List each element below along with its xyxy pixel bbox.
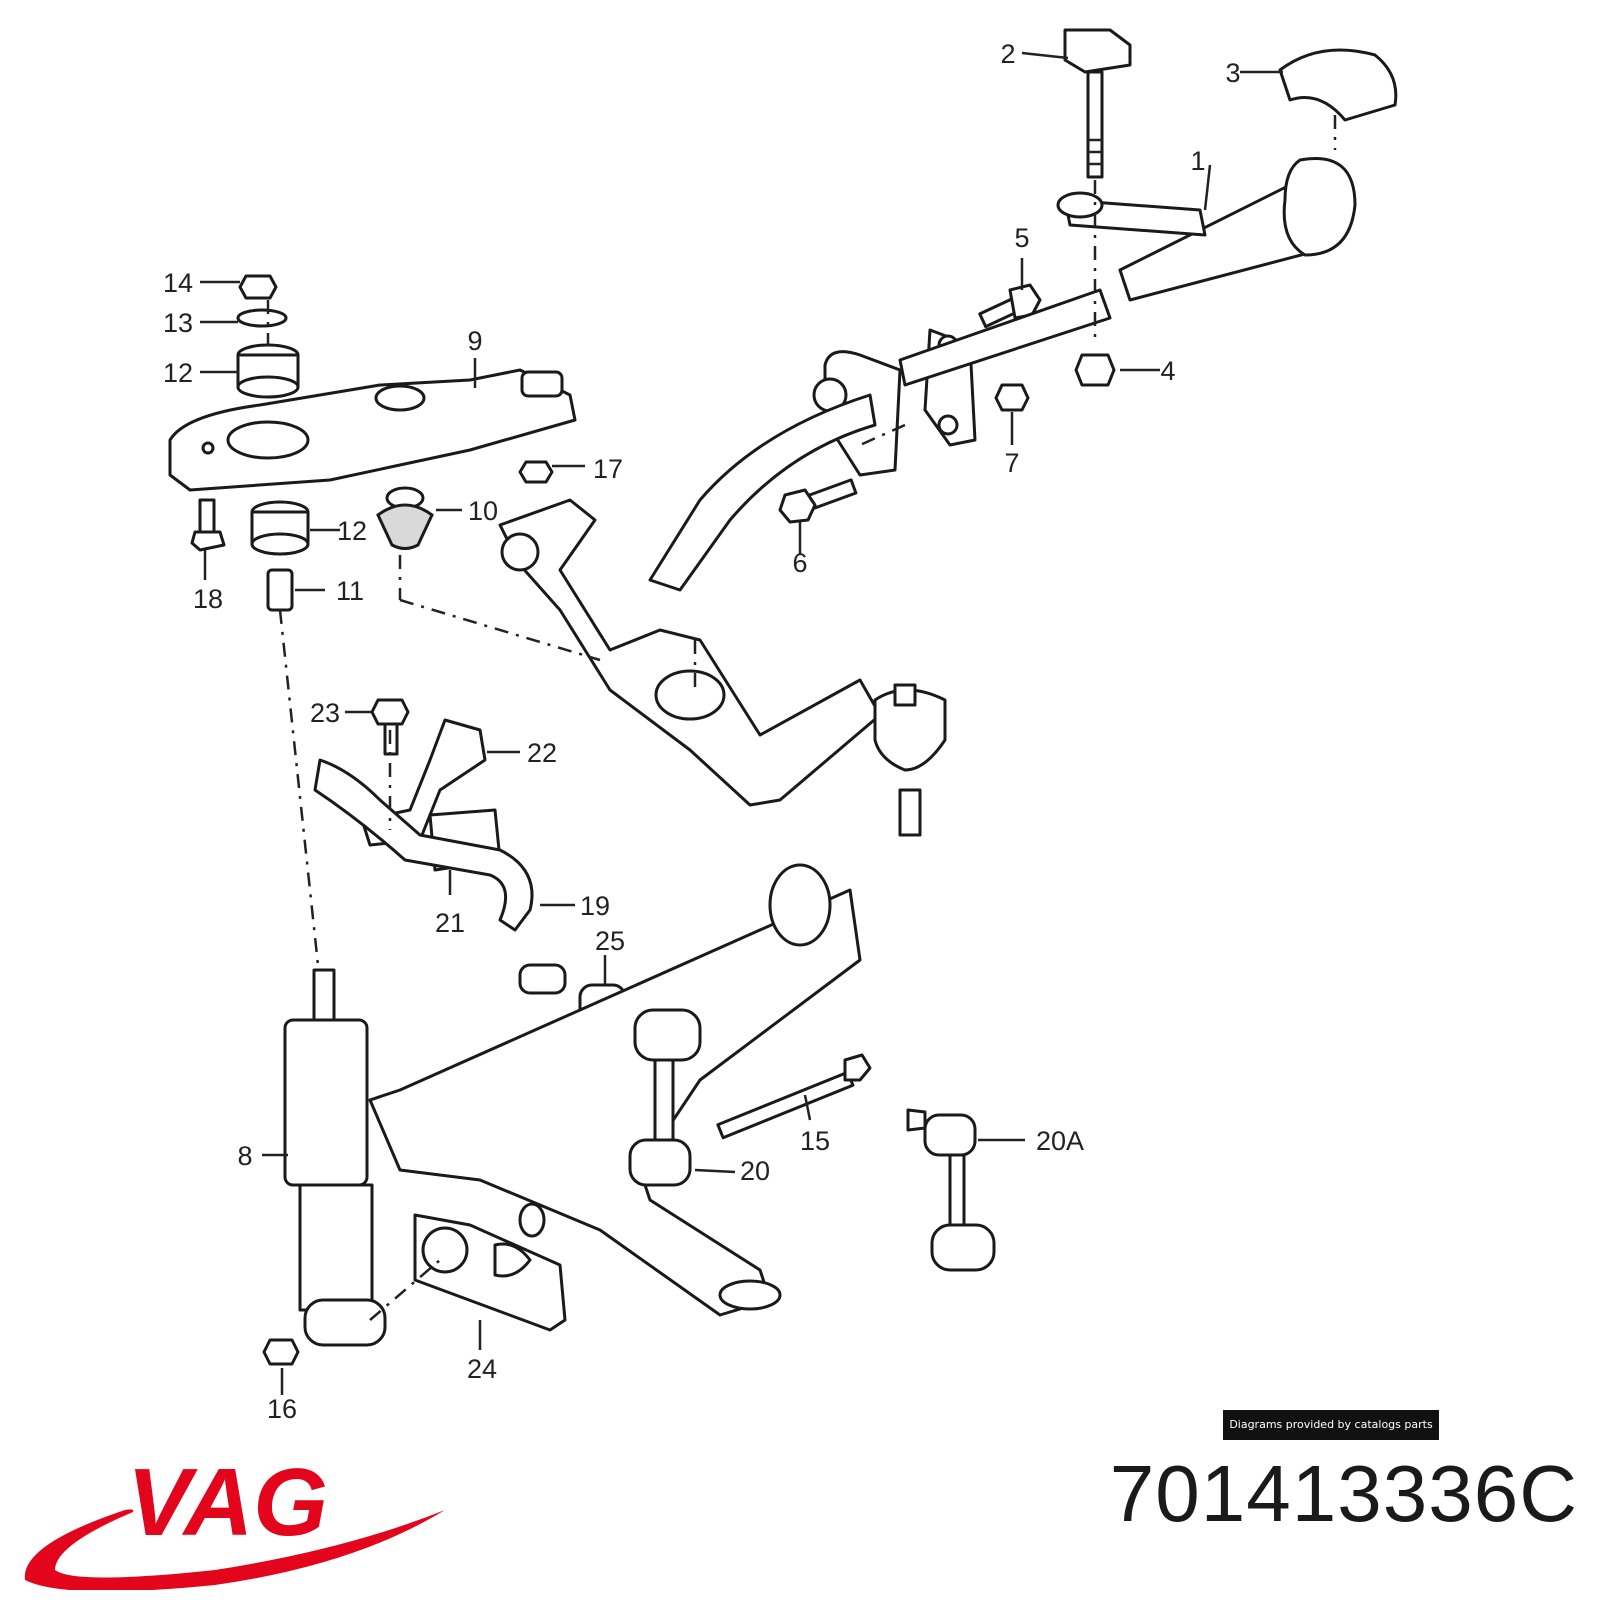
part-lower-control-arm <box>368 863 862 1317</box>
part-bolt-6 <box>778 478 858 524</box>
brand-logo-swoosh <box>24 1509 445 1590</box>
callout-13: 13 <box>163 308 193 338</box>
part-shock-absorber-8 <box>283 968 387 1347</box>
part-nut-4 <box>1074 353 1116 387</box>
callout-1: 1 <box>1190 146 1205 176</box>
part-bolt-5 <box>978 283 1042 329</box>
callout-12-top: 12 <box>163 358 193 388</box>
callout-20: 20 <box>740 1156 770 1186</box>
callout-17: 17 <box>593 454 623 484</box>
callout-20a: 20A <box>1036 1126 1084 1156</box>
dashed-assembly-lines <box>266 115 1337 1321</box>
part-upper-control-arm <box>498 498 947 837</box>
part-clamp-bolt <box>1063 28 1132 179</box>
part-bracket-plate-24 <box>413 1213 567 1332</box>
part-washer-13 <box>236 308 288 328</box>
callout-labels: 1 2 3 4 5 6 7 8 9 10 11 12 12 13 14 15 1… <box>163 39 1241 1424</box>
callout-15: 15 <box>800 1126 830 1156</box>
callout-22: 22 <box>527 738 557 768</box>
callout-21: 21 <box>435 908 465 938</box>
part-nut-16 <box>262 1338 300 1366</box>
part-stabilizer-bar <box>1056 157 1357 302</box>
callout-18: 18 <box>193 584 223 614</box>
part-link-20a <box>906 1108 996 1272</box>
part-bushing-12-bottom <box>250 500 310 556</box>
callout-23: 23 <box>310 698 340 728</box>
part-bar-19 <box>313 758 534 932</box>
part-nut-14 <box>238 274 278 300</box>
brand-logo-text: VAG <box>127 1449 328 1556</box>
callout-19: 19 <box>580 891 610 921</box>
brand-logo: VAG <box>24 1449 445 1590</box>
part-bolt-23 <box>370 698 410 756</box>
diagram-credit-banner: Diagrams provided by catalogs parts <box>1223 1410 1439 1440</box>
callout-8: 8 <box>237 1141 252 1171</box>
callout-16: 16 <box>267 1394 297 1424</box>
callout-9: 9 <box>467 326 482 356</box>
leader-lines <box>200 51 1283 1395</box>
callout-12-bottom: 12 <box>337 516 367 546</box>
callout-5: 5 <box>1014 223 1029 253</box>
callout-24: 24 <box>467 1354 497 1384</box>
callout-4: 4 <box>1160 356 1175 386</box>
part-nut-7 <box>994 383 1030 412</box>
part-bushing-12-top <box>236 343 300 399</box>
part-upper-plate <box>168 368 577 492</box>
callout-25: 25 <box>595 926 625 956</box>
callout-10: 10 <box>468 496 498 526</box>
callout-7: 7 <box>1004 448 1019 478</box>
part-bushing-shell <box>1278 48 1398 122</box>
part-bump-stop-10 <box>376 486 434 550</box>
callout-3: 3 <box>1225 58 1240 88</box>
part-bolt-18 <box>190 498 226 552</box>
part-bolt-15 <box>716 1053 872 1140</box>
part-link-20 <box>628 1008 702 1187</box>
callout-14: 14 <box>163 268 193 298</box>
part-number: 701413336C <box>1109 1449 1578 1538</box>
callout-11: 11 <box>336 576 364 606</box>
part-anti-roll-bar <box>648 288 1112 592</box>
callout-2: 2 <box>1000 39 1015 69</box>
part-sleeve-11 <box>266 568 294 612</box>
part-nut-17 <box>518 460 554 484</box>
callout-6: 6 <box>792 548 807 578</box>
